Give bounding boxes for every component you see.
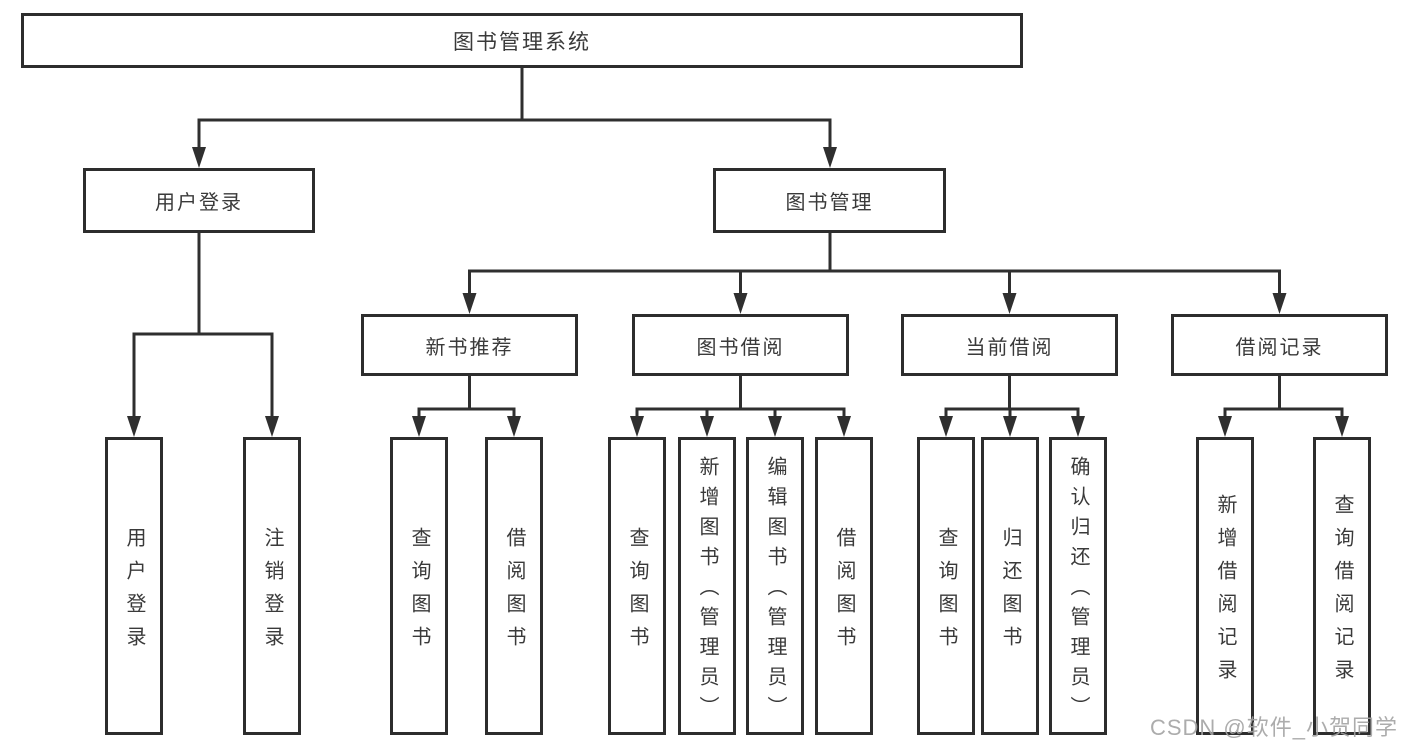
node-label: 借阅记录 bbox=[1235, 336, 1324, 359]
edge-new-book-recommendation-to-leaves bbox=[417, 376, 516, 420]
leaf-add-borrow-record: 新增借阅记录 bbox=[1196, 437, 1254, 735]
node-label: 图书管理 bbox=[785, 192, 874, 214]
leaf-edit-book-admin: 编辑图书（管理员） bbox=[746, 437, 804, 735]
edge-current-borrowing-to-leaves bbox=[944, 376, 1080, 420]
node-book-management: 图书管理 bbox=[713, 168, 946, 233]
leaf-add-book-admin: 新增图书（管理员） bbox=[678, 437, 736, 735]
leaf-borrow-books-borrowing: 借阅图书 bbox=[815, 437, 873, 735]
arrowheads bbox=[127, 147, 1349, 437]
edge-book-borrowing-to-leaves bbox=[635, 376, 846, 420]
leaf-label: 查询图书 bbox=[935, 526, 957, 659]
node-label: 图书借阅 bbox=[696, 336, 785, 359]
node-root: 图书管理系统 bbox=[21, 13, 1023, 68]
leaf-label: 查询借阅记录 bbox=[1331, 493, 1353, 692]
leaf-label: 借阅图书 bbox=[833, 526, 855, 659]
leaf-label: 查询图书 bbox=[626, 526, 648, 659]
leaf-label: 新增图书（管理员） bbox=[696, 456, 718, 726]
node-new-book-recommendation: 新书推荐 bbox=[361, 314, 578, 376]
node-book-borrowing: 图书借阅 bbox=[632, 314, 849, 376]
leaf-query-books-recommend: 查询图书 bbox=[390, 437, 448, 735]
edge-book-management-to-level3 bbox=[468, 233, 1281, 297]
node-borrowing-records: 借阅记录 bbox=[1171, 314, 1388, 376]
leaf-query-borrow-record: 查询借阅记录 bbox=[1313, 437, 1371, 735]
leaf-query-books-current: 查询图书 bbox=[917, 437, 975, 735]
watermark: CSDN @软件_小贺同学 bbox=[1149, 715, 1398, 740]
leaf-confirm-return-admin: 确认归还（管理员） bbox=[1049, 437, 1107, 735]
node-label: 当前借阅 bbox=[965, 336, 1054, 359]
leaf-user-login: 用户登录 bbox=[105, 437, 163, 735]
node-user-login: 用户登录 bbox=[83, 168, 315, 233]
leaf-label: 编辑图书（管理员） bbox=[764, 456, 786, 726]
edge-borrowing-records-to-leaves bbox=[1223, 376, 1344, 420]
leaf-label: 用户登录 bbox=[123, 526, 145, 659]
leaf-label: 新增借阅记录 bbox=[1214, 493, 1236, 692]
leaf-borrow-books-recommend: 借阅图书 bbox=[485, 437, 543, 735]
leaf-logout: 注销登录 bbox=[243, 437, 301, 735]
node-label: 新书推荐 bbox=[425, 336, 514, 359]
node-label: 用户登录 bbox=[155, 192, 243, 214]
leaf-query-books-borrowing: 查询图书 bbox=[608, 437, 666, 735]
leaf-return-books: 归还图书 bbox=[981, 437, 1039, 735]
edge-user-login-to-leaves bbox=[132, 233, 274, 420]
leaf-label: 借阅图书 bbox=[503, 526, 525, 659]
leaf-label: 归还图书 bbox=[999, 526, 1021, 659]
root-label: 图书管理系统 bbox=[453, 30, 591, 54]
leaf-label: 注销登录 bbox=[261, 526, 283, 659]
leaf-label: 确认归还（管理员） bbox=[1067, 456, 1089, 726]
leaf-label: 查询图书 bbox=[408, 526, 430, 659]
node-current-borrowing: 当前借阅 bbox=[901, 314, 1118, 376]
edge-root-to-level2 bbox=[197, 68, 832, 150]
